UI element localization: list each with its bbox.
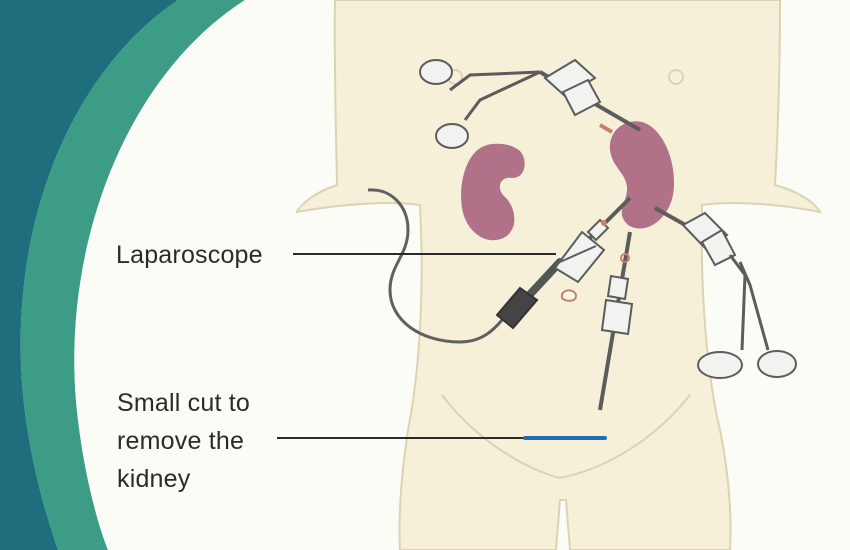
band-light	[20, 0, 245, 550]
trocar-port-icon	[598, 231, 634, 411]
small-cut-label-line-2: remove the	[117, 427, 245, 455]
torso	[295, 0, 822, 550]
scissor-grasper-icon	[654, 206, 797, 379]
small-cut-label-line-1: Small cut to	[117, 389, 251, 417]
groin-line	[441, 394, 691, 480]
scissor-grasper-icon	[419, 58, 642, 149]
laparoscope-icon	[495, 196, 632, 330]
nipple-right	[668, 69, 684, 85]
kidney-left	[461, 143, 525, 241]
small-cut-label: Small cut to remove the kidney	[117, 384, 250, 498]
navel	[561, 289, 578, 302]
band-dark	[0, 0, 178, 550]
laparoscope-cable	[367, 188, 504, 344]
laparoscope-label: Laparoscope	[116, 241, 263, 269]
small-cut-label-line-3: kidney	[117, 465, 191, 493]
